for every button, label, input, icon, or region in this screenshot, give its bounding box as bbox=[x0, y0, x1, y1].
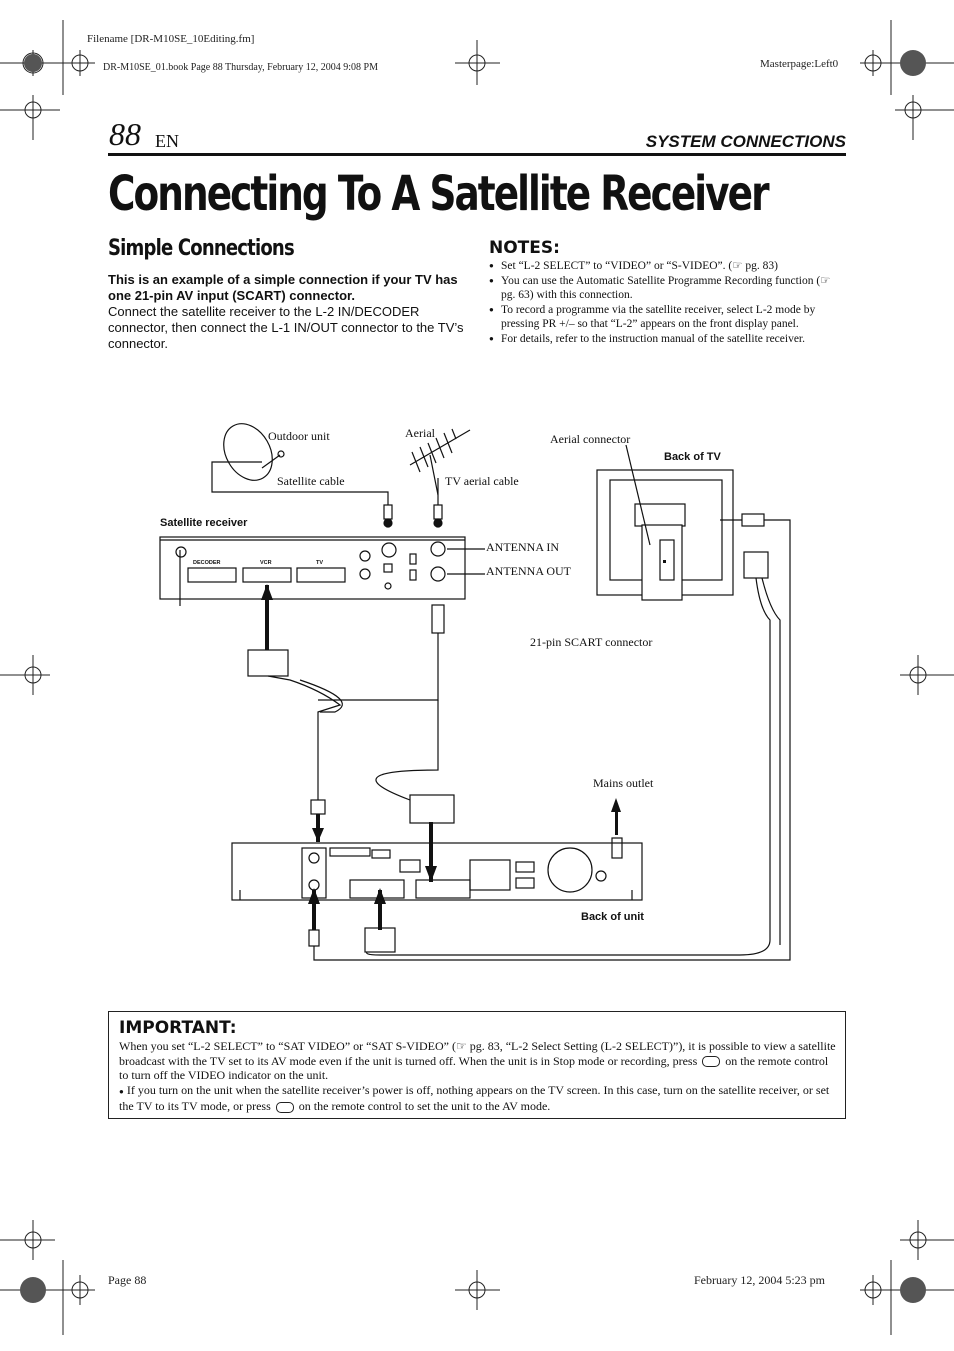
important-text: When you set “L-2 SELECT” to “SAT VIDEO”… bbox=[119, 1039, 837, 1114]
tv-port-label: TV bbox=[316, 560, 324, 566]
note-item: For details, refer to the instruction ma… bbox=[489, 332, 834, 347]
section-title: SYSTEM CONNECTIONS bbox=[645, 132, 846, 151]
note-item: Set “L-2 SELECT” to “VIDEO” or “S-VIDEO”… bbox=[489, 259, 834, 274]
important-box: IMPORTANT: When you set “L-2 SELECT” to … bbox=[108, 1011, 846, 1119]
aerial-icon bbox=[409, 428, 471, 496]
note-item: To record a programme via the satellite … bbox=[489, 303, 834, 332]
footer-date: February 12, 2004 5:23 pm bbox=[694, 1273, 825, 1287]
connection-diagram bbox=[159, 423, 791, 961]
antenna-in-label: ANTENNA IN bbox=[486, 540, 559, 554]
masterpage: Masterpage:Left0 bbox=[760, 58, 839, 70]
antenna-out-label: ANTENNA OUT bbox=[486, 564, 571, 578]
simple-intro: This is an example of a simple connectio… bbox=[108, 272, 468, 352]
scart-connector-label: 21-pin SCART connector bbox=[530, 635, 653, 649]
outdoor-unit-label: Outdoor unit bbox=[268, 429, 330, 443]
bullet-icon: ● bbox=[119, 1086, 124, 1096]
simple-connections-heading: Simple Connections bbox=[108, 236, 295, 261]
note-item: You can use the Automatic Satellite Prog… bbox=[489, 274, 834, 303]
important-p2a: If you turn on the unit when the satelli… bbox=[119, 1082, 830, 1114]
notes-list: Set “L-2 SELECT” to “VIDEO” or “S-VIDEO”… bbox=[489, 259, 834, 346]
satellite-cable-label: Satellite cable bbox=[277, 474, 345, 488]
decoder-port-label: DECODER bbox=[193, 560, 221, 566]
page-number: 88 bbox=[109, 116, 141, 152]
filename: Filename [DR-M10SE_10Editing.fm] bbox=[87, 33, 255, 45]
satellite-dish-icon bbox=[223, 423, 273, 481]
satellite-receiver-label: Satellite receiver bbox=[160, 517, 248, 529]
page-title: Connecting To A Satellite Receiver bbox=[108, 166, 770, 222]
back-of-unit-label: Back of unit bbox=[581, 911, 644, 923]
lang-code: EN bbox=[155, 131, 179, 151]
important-p1a: When you set “L-2 SELECT” to “SAT VIDEO”… bbox=[119, 1039, 836, 1068]
important-p1b: on the remote control to turn off the VI… bbox=[119, 1053, 829, 1083]
tv-aerial-cable-label: TV aerial cable bbox=[445, 474, 519, 488]
aerial-connector-label: Aerial connector bbox=[550, 432, 631, 446]
footer-page: Page 88 bbox=[108, 1273, 147, 1287]
av-button-icon bbox=[702, 1056, 721, 1068]
simple-text: Connect the satellite receiver to the L-… bbox=[108, 304, 464, 351]
important-heading: IMPORTANT: bbox=[119, 1018, 237, 1038]
vcr-port-label: VCR bbox=[260, 560, 272, 566]
notes-heading: NOTES: bbox=[489, 238, 560, 258]
av-button-icon bbox=[275, 1101, 294, 1113]
unit-back-icon bbox=[231, 842, 643, 901]
back-of-tv-label: Back of TV bbox=[664, 451, 721, 463]
aerial-label: Aerial bbox=[405, 426, 435, 440]
simple-bold-intro: This is an example of a simple connectio… bbox=[108, 272, 458, 303]
important-p2b: on the remote control to set the unit to… bbox=[298, 1099, 551, 1113]
book-info: DR-M10SE_01.book Page 88 Thursday, Febru… bbox=[103, 62, 378, 73]
mains-outlet-label: Mains outlet bbox=[593, 776, 654, 790]
header-rule bbox=[108, 153, 846, 156]
